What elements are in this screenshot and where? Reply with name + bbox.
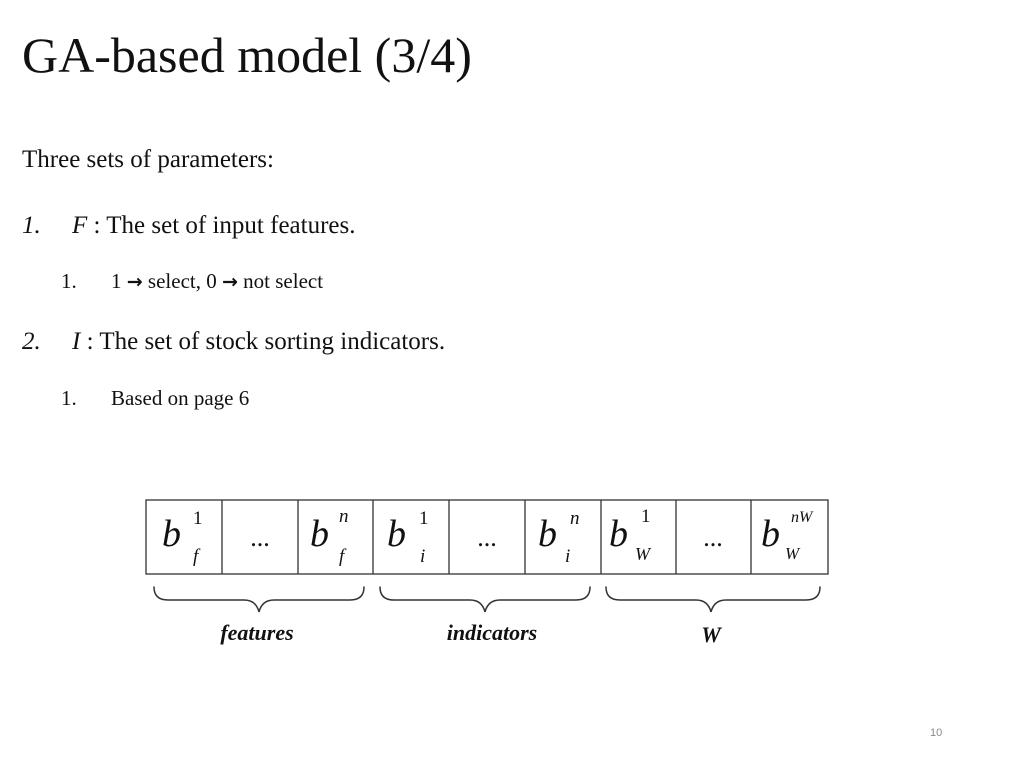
group-label-w: W: [701, 622, 722, 647]
gene-superscript: nW: [791, 509, 814, 526]
gene-bf1: b 1 f: [162, 508, 203, 567]
gene-subscript: i: [565, 546, 570, 567]
sublist-item-text: 1 → select, 0 → not select: [111, 269, 323, 294]
indicators-description: : The set of stock sorting indicators.: [80, 328, 446, 355]
group-label-features: features: [220, 620, 293, 645]
chromosome-strip: [145, 499, 829, 575]
gene-base: b: [162, 513, 181, 555]
gene-base: b: [609, 513, 628, 555]
intro-text: Three sets of parameters:: [22, 146, 274, 173]
select-label: select, 0: [142, 269, 217, 293]
features-description: : The set of input features.: [87, 212, 356, 239]
not-select-label: not select: [237, 269, 324, 293]
ellipsis: ...: [250, 523, 270, 552]
gene-superscript: 1: [419, 508, 429, 529]
ellipsis: ...: [703, 523, 723, 552]
symbol-i: I: [72, 328, 81, 355]
sublist-number: 1.: [61, 386, 77, 410]
symbol-f: F: [72, 212, 88, 239]
slide-title: GA-based model (3/4): [22, 27, 472, 83]
list-item-text: I : The set of stock sorting indicators.: [72, 328, 445, 356]
gene-subscript: i: [420, 546, 425, 567]
gene-subscript: W: [785, 544, 801, 563]
gene-subscript: f: [339, 546, 347, 567]
gene-bi1: b 1 i: [387, 508, 429, 567]
gene-superscript: 1: [641, 506, 651, 527]
gene-bw1: b 1 W: [609, 506, 652, 564]
list-number: 2.: [22, 328, 41, 355]
brace-features: [153, 586, 365, 613]
ellipsis: ...: [477, 523, 497, 552]
sublist-item-text: Based on page 6: [111, 386, 250, 410]
brace-w: [605, 586, 821, 613]
gene-subscript: f: [193, 546, 201, 567]
gene-superscript: 1: [193, 508, 203, 529]
gene-bfn: b n f: [310, 506, 349, 567]
gene-superscript: n: [339, 506, 349, 527]
gene-subscript: W: [635, 544, 652, 564]
select-value: 1: [111, 269, 122, 293]
arrow-right-icon: →: [221, 271, 238, 293]
gene-bin: b n i: [538, 508, 580, 567]
gene-superscript: n: [570, 508, 580, 529]
list-item-text: F : The set of input features.: [72, 212, 356, 240]
gene-base: b: [761, 513, 780, 555]
gene-base: b: [387, 513, 406, 555]
sublist-number: 1.: [61, 269, 77, 293]
group-braces: [153, 586, 821, 613]
list-number: 1.: [22, 212, 41, 239]
arrow-right-icon: →: [126, 271, 143, 293]
chromosome-diagram: b 1 f ... b n f b 1 i ... b n i b 1 W ..…: [145, 499, 829, 647]
page-number: 10: [930, 727, 943, 739]
brace-indicators: [379, 586, 591, 613]
gene-base: b: [538, 513, 557, 555]
gene-bwnw: b nW W: [761, 509, 814, 563]
group-label-indicators: indicators: [447, 620, 537, 645]
gene-base: b: [310, 513, 329, 555]
